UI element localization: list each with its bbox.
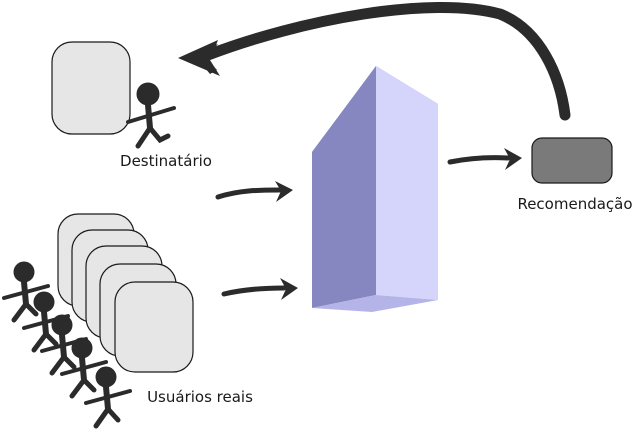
recipient-label: Destinatário — [120, 152, 212, 170]
box-bottom-face — [312, 295, 438, 312]
recommender-box — [312, 66, 438, 312]
recipient-profile — [51, 41, 131, 135]
feedback-arrow — [178, 1, 571, 121]
arrow-recipient-to-box — [215, 181, 293, 202]
user-profile-card — [114, 281, 194, 373]
box-front-face — [312, 66, 376, 308]
user-figure — [2, 261, 50, 323]
real-users-figures — [2, 261, 132, 429]
user-figure — [84, 366, 132, 429]
recommendation-item — [531, 137, 613, 184]
arrow-box-to-recommendation — [447, 148, 522, 170]
recipient-figure — [126, 82, 176, 149]
real-users-label: Usuários reais — [147, 388, 253, 406]
box-side-face — [376, 66, 438, 300]
user-figure — [60, 337, 108, 399]
user-profiles-stack — [57, 213, 194, 373]
arrow-users-to-box — [221, 278, 298, 300]
recommendation-label: Recomendação — [517, 195, 632, 213]
